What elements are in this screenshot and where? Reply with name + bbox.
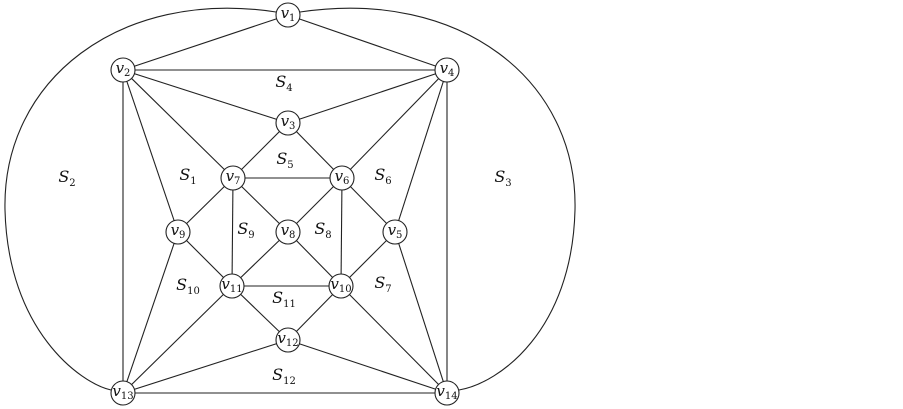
vertex-v8: v8 [275,219,301,245]
v6-label: v6 [335,167,350,187]
edge-v1-v4 [287,14,448,71]
v8-label: v8 [281,221,296,241]
edge-v1-v2 [122,14,289,71]
S12-label: S12 [272,365,296,387]
v11-label: v11 [221,275,242,295]
edge-v7-v8 [232,177,289,233]
vertex-circle [275,2,301,28]
vertex-v14: v14 [434,380,460,406]
vertex-circle [275,219,301,245]
edge-v6-v10 [340,177,343,287]
S8-label: S8 [314,219,331,241]
edge-v4-v5 [394,69,448,233]
curved-edge-v1-v14 [299,7,576,391]
vertex-v12: v12 [275,327,301,353]
vertex-circle [220,165,246,191]
vertex-circle [329,165,355,191]
edge-v5-v14 [394,231,448,394]
S7-label: S7 [374,273,391,295]
vertex-circle [165,219,191,245]
edge-v3-v6 [287,122,343,179]
vertex-circle [434,57,460,83]
vertex-v6: v6 [329,165,355,191]
edge-v11-v12 [231,285,289,341]
edge-v2-v3 [122,69,289,124]
S2-label: S2 [58,167,75,189]
vertex-circle [328,273,354,299]
vertex-circle [110,57,136,83]
v2-label: v2 [116,59,131,79]
v1-label: v1 [281,4,296,24]
edge-v5-v10 [340,231,396,287]
edge-v6-v5 [341,177,396,233]
vertex-v11: v11 [219,273,245,299]
S11-label: S11 [272,288,296,310]
v5-label: v5 [388,221,403,241]
edge-v8-v10 [287,231,342,287]
vertex-v4: v4 [434,57,460,83]
edge-v8-v11 [231,231,289,287]
edge-v12-v13 [122,339,289,394]
vertex-circle [275,110,301,136]
v13-label: v13 [112,382,133,402]
vertex-circle [434,380,460,406]
vertex-v1: v1 [275,2,301,28]
vertex-v9: v9 [165,219,191,245]
edge-v9-v11 [177,231,233,287]
edge-v3-v7 [232,122,289,179]
edge-v12-v14 [287,339,448,394]
vertices: v1 v2 v3 v4 v5 v6 v7 v8 v9 v10 v11 v12 v13 v14 [110,2,460,406]
v10-label: v10 [330,275,351,295]
vertex-v3: v3 [275,110,301,136]
S3-label: S3 [494,167,511,189]
edge-v4-v6 [341,69,448,179]
vertex-v13: v13 [110,380,136,406]
vertex-v10: v10 [328,273,354,299]
v3-label: v3 [281,112,296,132]
edge-v6-v8 [287,177,343,233]
vertex-circle [382,219,408,245]
edge-v7-v11 [231,177,234,287]
edge-v9-v13 [122,231,179,394]
S9-label: S9 [237,219,254,241]
v9-label: v9 [171,221,186,241]
S6-label: S6 [374,165,391,187]
v14-label: v14 [436,382,457,402]
edges [4,7,576,394]
edge-v2-v9 [122,69,179,233]
vertex-circle [275,327,301,353]
vertex-v2: v2 [110,57,136,83]
edge-v7-v9 [177,177,234,233]
v7-label: v7 [226,167,241,187]
edge-v2-v7 [122,69,234,179]
edge-v3-v4 [287,69,448,124]
S1-label: S1 [179,165,196,187]
S4-label: S4 [275,72,292,94]
v4-label: v4 [440,59,455,79]
S5-label: S5 [276,149,293,171]
vertex-v7: v7 [220,165,246,191]
edge-v10-v14 [340,285,448,394]
vertex-circle [219,273,245,299]
edge-v11-v13 [122,285,233,394]
vertex-circle [110,380,136,406]
curved-edge-v1-v13 [4,7,277,391]
edge-v10-v12 [287,285,342,341]
v12-label: v12 [277,329,298,349]
S10-label: S10 [176,275,200,297]
vertex-v5: v5 [382,219,408,245]
